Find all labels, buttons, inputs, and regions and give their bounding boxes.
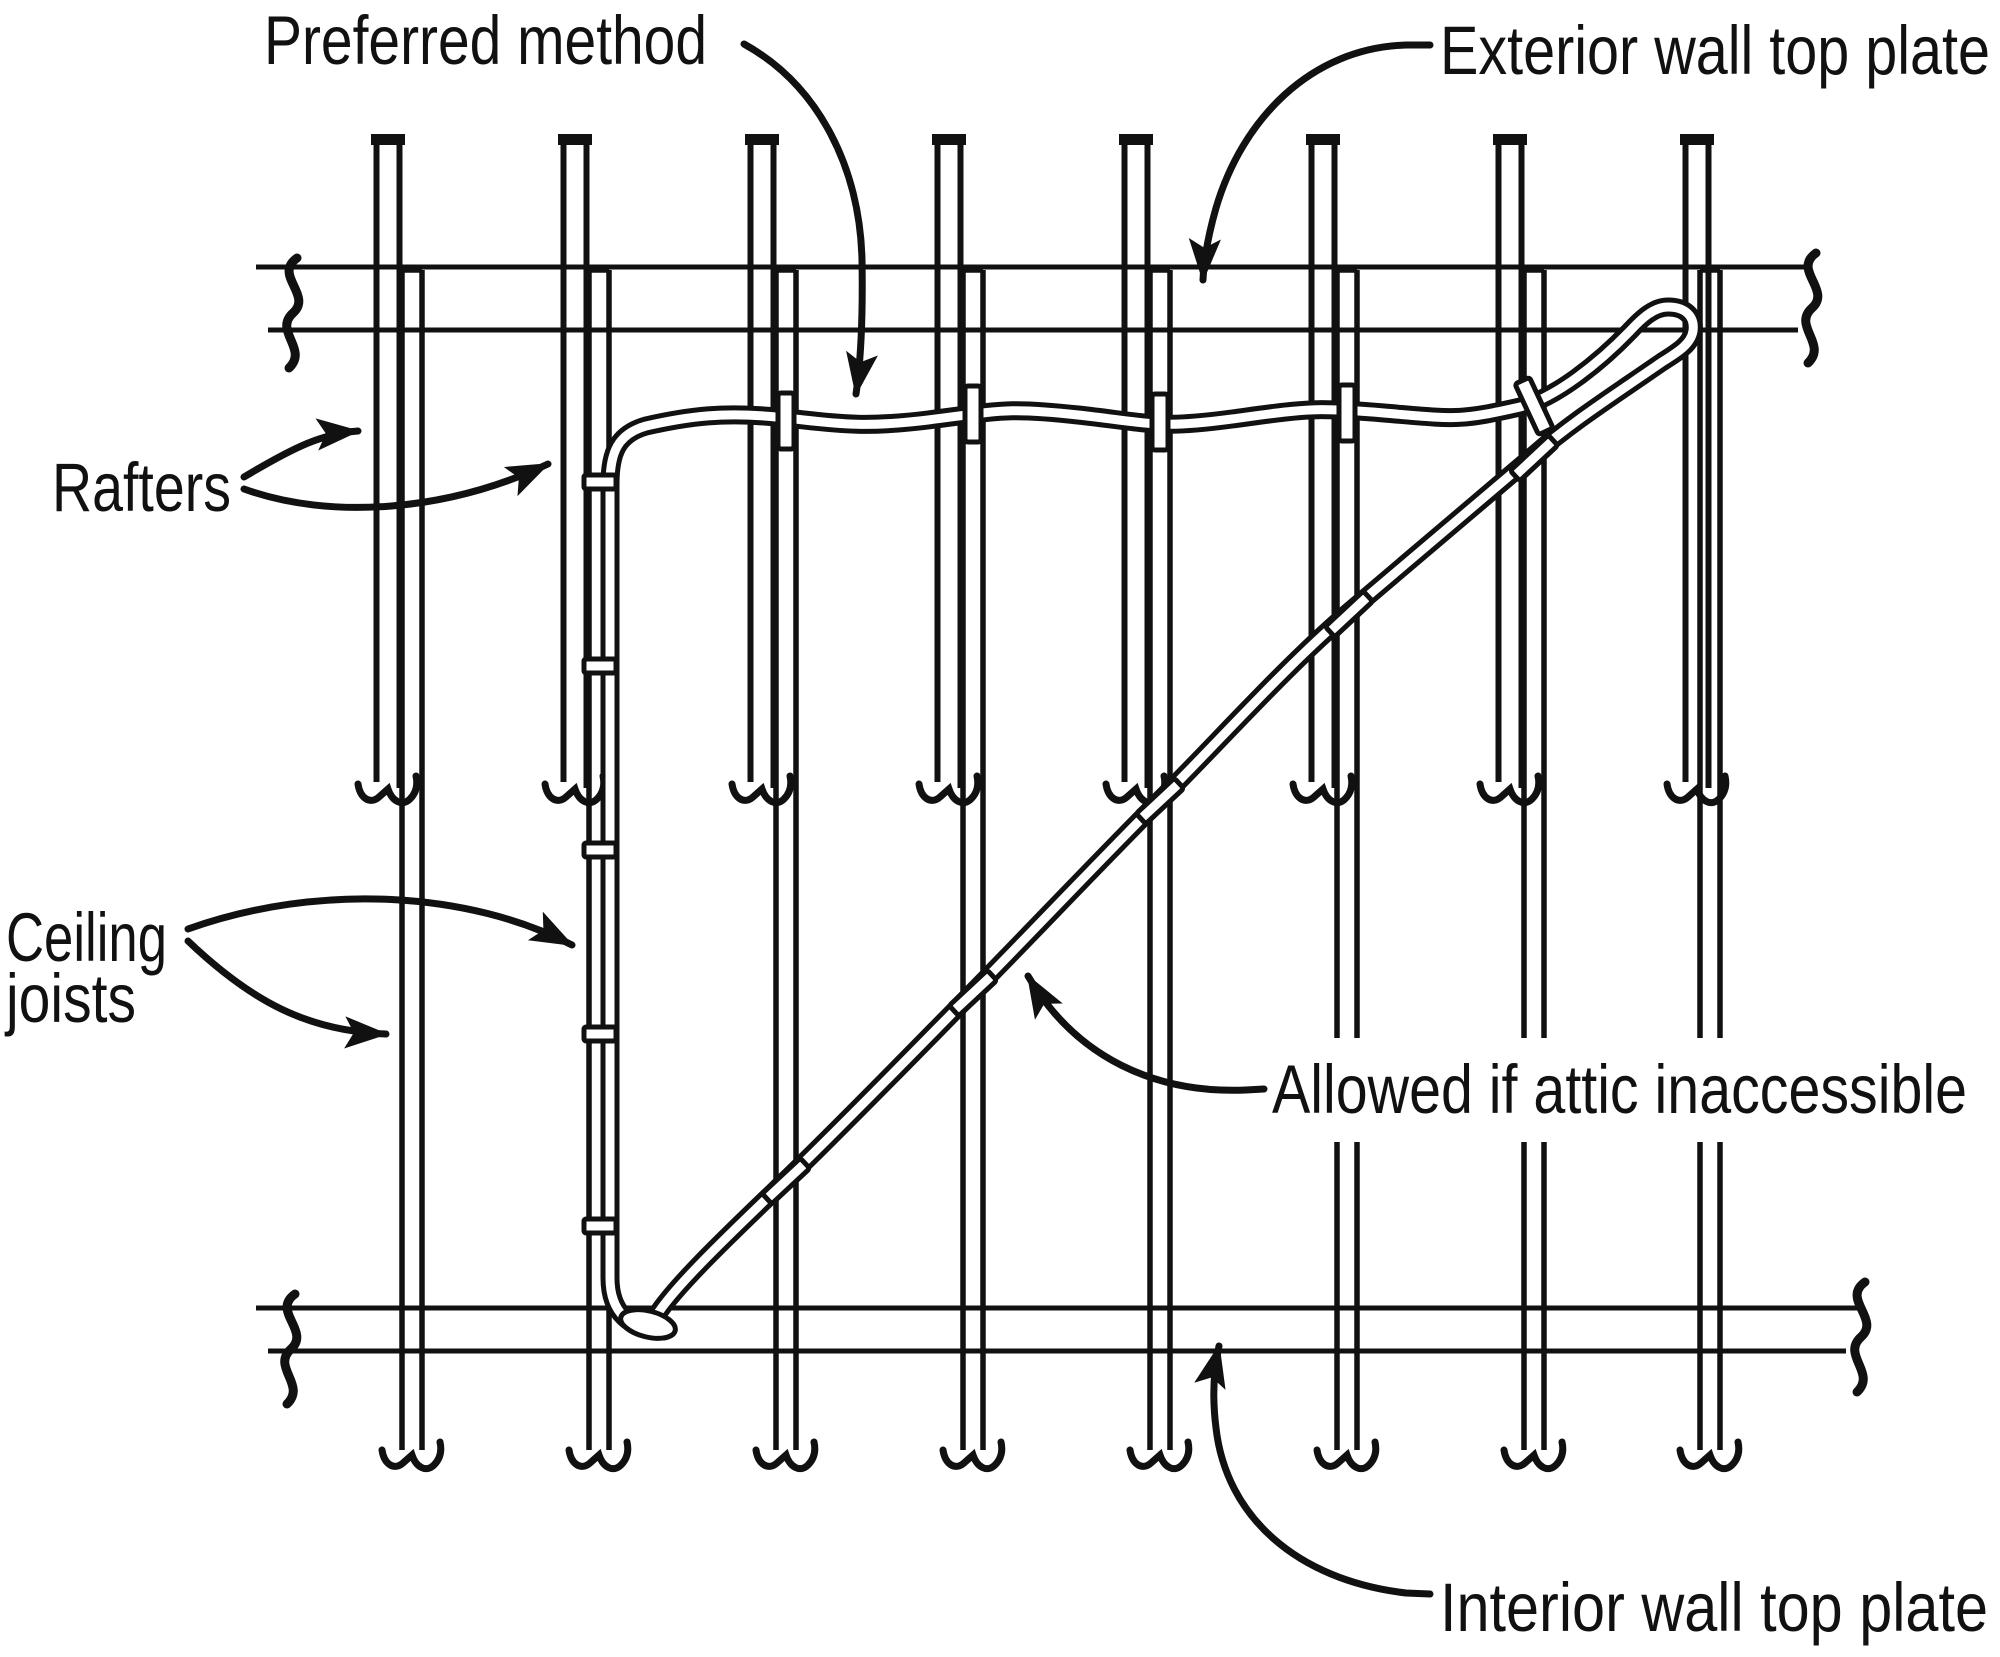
rafter — [1667, 134, 1726, 803]
rafter — [919, 134, 978, 803]
rafter — [1293, 134, 1352, 803]
exterior-wall-top-plate — [256, 253, 1818, 368]
ceiling-joist — [756, 267, 815, 1469]
preferred-method-arrow — [740, 40, 878, 398]
rafter — [545, 134, 604, 803]
plate-break-left-icon — [287, 258, 299, 368]
diagonal-run-guards — [760, 433, 1560, 1206]
cable-guard-icon — [1149, 391, 1171, 453]
label-rafters: Rafters — [52, 449, 231, 526]
cable-guard-icon — [1508, 433, 1560, 483]
cable-guard-icon — [760, 1156, 812, 1206]
cable-guard-icon — [1513, 375, 1555, 437]
plate-break-right-icon — [1855, 1282, 1867, 1392]
rafters-arrow-lower — [240, 460, 552, 511]
ceiling-joists-arrow-upper — [184, 895, 576, 949]
ceiling-joists-arrow-lower — [184, 937, 390, 1049]
ceiling-joist — [1130, 267, 1189, 1469]
exterior-plate-arrow — [1188, 41, 1434, 284]
cable-guard-icon — [947, 968, 999, 1018]
ceiling-joist — [1504, 267, 1563, 1469]
cable-guard-icon — [775, 390, 797, 452]
plate-break-right-icon — [1806, 253, 1818, 363]
ceiling-joist — [1317, 267, 1376, 1469]
label-interior-wall-top-plate: Interior wall top plate — [1440, 1569, 1988, 1646]
cable-guard-icon — [962, 383, 984, 445]
horizontal-run-guards — [775, 375, 1555, 453]
rafter — [732, 134, 791, 803]
cable-staple-icon — [581, 472, 619, 492]
allowed-arrow — [1024, 972, 1268, 1094]
cable-guard-icon — [1134, 776, 1186, 826]
cable-end-coil-icon — [618, 1307, 678, 1341]
label-allowed-if-attic-inaccessible: Allowed if attic inaccessible — [1272, 1051, 1967, 1128]
label-ceiling-joists-line1: Ceiling — [6, 899, 167, 976]
cable-staple-icon — [581, 656, 619, 676]
cable-guard-icon — [1336, 382, 1358, 444]
cable-guard-icon — [1323, 589, 1375, 639]
label-exterior-wall-top-plate: Exterior wall top plate — [1440, 12, 1990, 89]
rafter — [358, 134, 417, 803]
ceiling-joist — [382, 267, 441, 1469]
nm-cable — [581, 297, 1703, 1341]
labels: Preferred method Exterior wall top plate… — [4, 2, 1990, 1646]
interior-wall-top-plate — [256, 1282, 1867, 1404]
label-ceiling-joists-line2: joists — [4, 960, 136, 1037]
vertical-drop-staples — [581, 472, 619, 1236]
interior-plate-arrow — [1194, 1342, 1434, 1598]
rafters-arrow-upper — [240, 418, 362, 481]
ceiling-joist — [1680, 267, 1739, 1469]
ceiling-joist — [943, 267, 1002, 1469]
cable-staple-icon — [581, 1216, 619, 1236]
label-preferred-method: Preferred method — [264, 2, 707, 79]
cable-staple-icon — [581, 1024, 619, 1044]
cable-staple-icon — [581, 840, 619, 860]
leader-arrows — [184, 40, 1434, 1598]
rafter — [1106, 134, 1165, 803]
